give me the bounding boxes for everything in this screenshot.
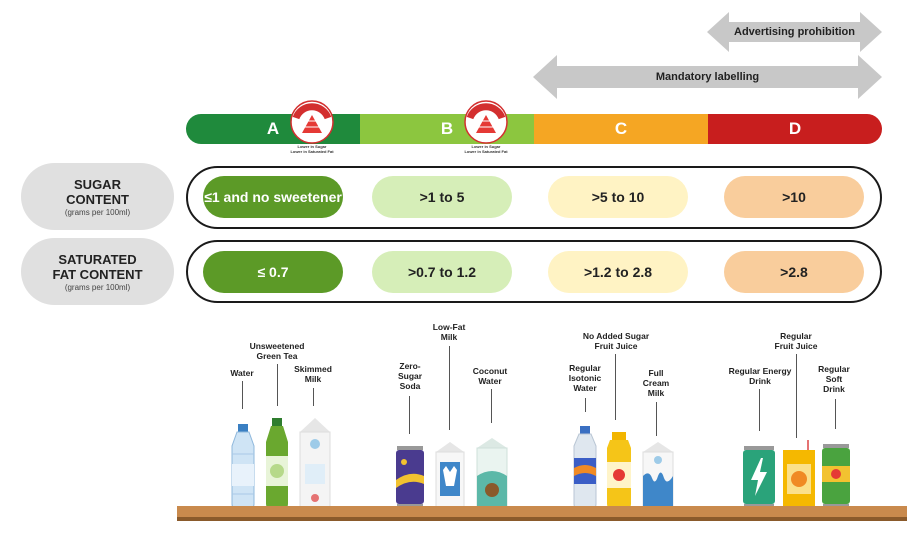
water-bottle-icon (231, 424, 255, 508)
healthier-choice-logo-b: Lower in Sugar Lower in Saturated Fat (464, 100, 508, 154)
healthier-choice-logo-a: Lower in Sugar Lower in Saturated Fat (290, 100, 334, 154)
leader-isotonic-water (585, 398, 586, 412)
drink-label-green-tea: Unsweetened Green Tea (249, 341, 305, 361)
grade-b-letter: B (440, 119, 454, 138)
fat-row-frame (186, 240, 882, 303)
low-fat-milk-carton-icon (435, 442, 465, 508)
fat-label-unit: (grams per 100ml) (64, 282, 131, 292)
leader-energy-drink (759, 389, 760, 431)
grade-d: D (708, 114, 882, 144)
fat-value-a: ≤ 0.7 (203, 251, 343, 293)
fat-value-b: >0.7 to 1.2 (372, 251, 512, 293)
leader-full-cream-milk (656, 402, 657, 436)
drink-label-skimmed-milk: Skimmed Milk (294, 364, 332, 384)
leader-soft-drink (835, 399, 836, 429)
leader-coconut-water (491, 389, 492, 423)
sugar-content-label: SUGAR CONTENT (grams per 100ml) (21, 163, 174, 230)
drink-label-soft-drink: Regular Soft Drink (818, 364, 850, 394)
sugar-row-frame (186, 166, 882, 229)
fat-value-d: >2.8 (724, 251, 864, 293)
leader-skimmed-milk (313, 388, 314, 406)
leader-fruit-juice-nas (615, 354, 616, 420)
advertising-prohibition-label: Advertising prohibition (734, 26, 855, 38)
sugar-label-unit: (grams per 100ml) (64, 207, 131, 217)
skimmed-milk-carton-icon (299, 418, 331, 508)
sugar-value-b: >1 to 5 (372, 176, 512, 218)
grade-b: B Lower in Sugar Lower in Saturated Fat (360, 100, 534, 154)
mandatory-labelling-arrow: Mandatory labelling (533, 55, 882, 99)
grade-c: C (534, 114, 708, 144)
drink-label-energy-drink: Regular Energy Drink (728, 366, 792, 386)
advertising-prohibition-arrow: Advertising prohibition (707, 12, 882, 52)
drink-label-zero-sugar-soda: Zero-Sugar Soda (397, 361, 423, 391)
grade-d-letter: D (788, 119, 802, 138)
soft-drink-can-icon (822, 444, 850, 508)
drink-label-full-cream-milk: Full Cream Milk (642, 368, 670, 398)
grade-bar: A Lower in Sugar Lower in Saturated Fat … (186, 100, 882, 154)
grade-a-letter: A (266, 119, 280, 138)
fat-content-label: SATURATED FAT CONTENT (grams per 100ml) (21, 238, 174, 305)
fruit-juice-carton-icon (783, 440, 815, 508)
sugar-value-a: ≤1 and no sweetener (203, 176, 343, 218)
grade-a: A Lower in Sugar Lower in Saturated Fat (186, 100, 360, 154)
logo-a-line2: Lower in Saturated Fat (290, 149, 334, 154)
drink-label-low-fat-milk: Low-Fat Milk (432, 322, 466, 342)
logo-a-line1: Lower in Sugar (297, 144, 327, 149)
leader-water (242, 381, 243, 409)
drink-label-coconut-water: Coconut Water (472, 366, 508, 386)
leader-green-tea (277, 364, 278, 406)
drink-label-fruit-juice-nas: No Added Sugar Fruit Juice (582, 331, 650, 351)
sugar-label-main: SUGAR CONTENT (66, 176, 129, 207)
sugar-value-d: >10 (724, 176, 864, 218)
leader-fruit-juice (796, 354, 797, 438)
zero-sugar-soda-can-icon (396, 446, 424, 508)
energy-drink-can-icon (743, 446, 775, 508)
fat-label-main: SATURATED FAT CONTENT (52, 251, 143, 282)
leader-zero-sugar-soda (409, 396, 410, 434)
shelf (177, 506, 907, 521)
no-added-sugar-juice-bottle-icon (607, 432, 631, 508)
logo-b-line2: Lower in Saturated Fat (464, 149, 508, 154)
green-tea-bottle-icon (266, 418, 288, 508)
drink-label-water: Water (230, 368, 254, 378)
coconut-water-carton-icon (476, 438, 508, 508)
drink-label-isotonic-water: Regular Isotonic Water (568, 363, 602, 393)
full-cream-milk-carton-icon (642, 442, 674, 508)
isotonic-water-bottle-icon (573, 426, 597, 508)
fat-value-c: >1.2 to 2.8 (548, 251, 688, 293)
leader-low-fat-milk (449, 346, 450, 430)
mandatory-labelling-label: Mandatory labelling (655, 71, 760, 83)
grade-c-letter: C (614, 119, 628, 138)
sugar-value-c: >5 to 10 (548, 176, 688, 218)
drink-label-fruit-juice: Regular Fruit Juice (774, 331, 818, 351)
logo-b-line1: Lower in Sugar (471, 144, 501, 149)
